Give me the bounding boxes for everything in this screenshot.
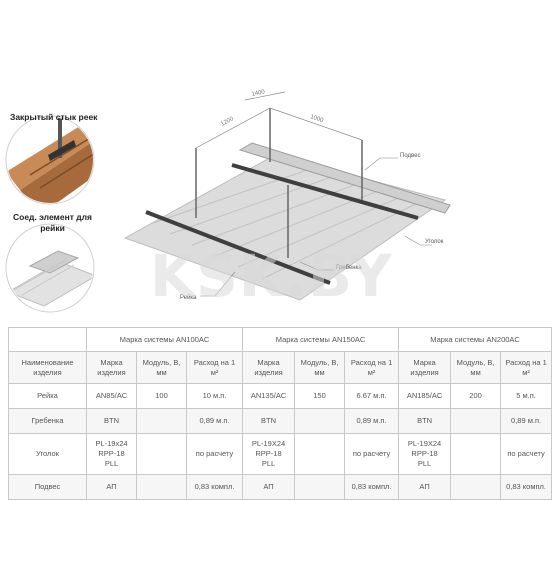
table-cell: по расчету xyxy=(344,433,400,475)
dimension-1200: 1200 xyxy=(220,116,235,128)
table-cell: по расчету xyxy=(185,433,244,475)
module-header: Модуль, В, мм xyxy=(450,351,502,384)
table-cell: 0,89 м.п. xyxy=(344,408,400,434)
table-cell: AN85/AC xyxy=(86,383,137,409)
row-name: Рейка xyxy=(8,383,87,409)
brand-header: Марка изделия xyxy=(86,351,137,384)
system-header-row: Марка системы AN100AC Марка системы AN15… xyxy=(8,327,553,352)
dimension-1400: 1400 xyxy=(251,89,266,98)
table-cell: 0,83 компл. xyxy=(344,474,400,500)
table-cell: 6.67 м.п. xyxy=(344,383,400,409)
consumption-header: Расход на 1 м² xyxy=(344,351,400,384)
system-an200ac: Марка системы AN200AC xyxy=(398,327,553,352)
closed-joint-detail xyxy=(5,115,95,205)
ceiling-assembly-illustration: 1400 1200 1000 Подвес Уголок Гребенка Ре… xyxy=(5,89,451,313)
angle-profile xyxy=(238,142,451,214)
table-cell xyxy=(294,433,346,475)
table-cell: BTN xyxy=(86,408,137,434)
connector-detail xyxy=(5,223,95,313)
module-header: Модуль, В, мм xyxy=(294,351,346,384)
table-cell: 100 xyxy=(136,383,187,409)
table-cell: PL-19X24 RPP-18 PLL xyxy=(398,433,452,475)
table-cell: АП xyxy=(398,474,452,500)
table-cell: 0,89 м.п. xyxy=(500,408,553,434)
caption-closed-joint: Закрытый стык реек xyxy=(10,112,98,122)
label-rail: Рейка xyxy=(180,294,197,301)
comb-profile xyxy=(145,163,419,285)
watermark-logo: KSK.BY xyxy=(150,242,393,310)
table-cell: 5 м.п. xyxy=(500,383,553,409)
table-cell: AN185/AC xyxy=(398,383,452,409)
name-header: Наименование изделия xyxy=(8,351,87,384)
table-cell xyxy=(450,474,502,500)
row-name: Гребенка xyxy=(8,408,87,434)
table-cell: 0,83 компл. xyxy=(500,474,553,500)
system-an100ac: Марка системы AN100AC xyxy=(85,327,244,352)
table-cell xyxy=(136,474,187,500)
hanger-rods xyxy=(195,108,363,258)
table-cell xyxy=(294,474,346,500)
dimension-1000: 1000 xyxy=(309,114,324,124)
table-cell: PL-19X24 RPP-18 PLL xyxy=(242,433,296,475)
dimension-lines xyxy=(195,91,363,149)
system-an150ac: Марка системы AN150AC xyxy=(242,327,400,352)
consumption-header: Расход на 1 м² xyxy=(185,351,244,384)
table-cell: 0,83 компл. xyxy=(185,474,244,500)
table-cell xyxy=(450,408,502,434)
table-cell: 200 xyxy=(450,383,502,409)
table-cell: 10 м.п. xyxy=(185,383,244,409)
brand-header: Марка изделия xyxy=(398,351,452,384)
brand-header: Марка изделия xyxy=(242,351,296,384)
table-cell xyxy=(136,433,187,475)
table-cell: AN135/AC xyxy=(242,383,296,409)
table-cell xyxy=(450,433,502,475)
table-cell: АП xyxy=(86,474,137,500)
table-cell: 0,89 м.п. xyxy=(185,408,244,434)
leader-lines xyxy=(200,157,432,297)
row-name: Уголок xyxy=(8,433,87,475)
row-name: Подвес xyxy=(8,474,87,500)
table-cell: по расчету xyxy=(500,433,553,475)
sub-header-row: Наименование изделия Марка изделия Модул… xyxy=(8,351,553,384)
table-cell xyxy=(294,408,346,434)
label-hanger: Подвес xyxy=(400,153,420,159)
table-cell: АП xyxy=(242,474,296,500)
label-comb: Гребенка xyxy=(336,265,362,271)
table-cell xyxy=(136,408,187,434)
ceiling-panel xyxy=(123,154,447,301)
label-angle: Уголок xyxy=(425,239,444,245)
table-cell: BTN xyxy=(398,408,452,434)
caption-connector: Соед. элемент для рейки xyxy=(13,212,92,233)
module-header: Модуль, В, мм xyxy=(136,351,187,384)
table-cell: PL-19x24 RPP-18 PLL xyxy=(86,433,137,475)
corner-cell xyxy=(8,327,87,352)
table-cell: BTN xyxy=(242,408,296,434)
table-cell: 150 xyxy=(294,383,346,409)
system-spec-table: Марка системы AN100AC Марка системы AN15… xyxy=(8,327,553,500)
consumption-header: Расход на 1 м² xyxy=(500,351,553,384)
